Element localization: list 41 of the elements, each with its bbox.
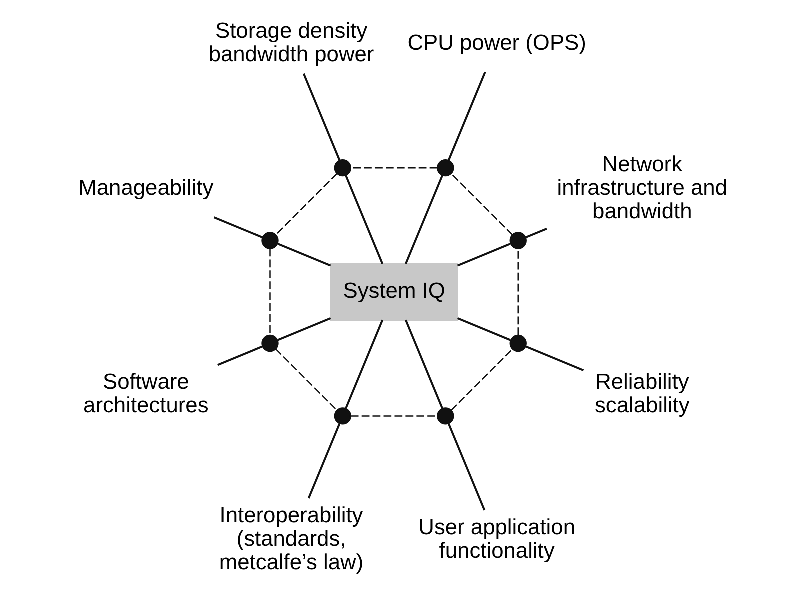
node-text: Storage density bandwidth power — [208, 18, 374, 67]
node-circle — [437, 408, 454, 425]
node-text: User application functionality — [418, 514, 576, 563]
node-text: Interoperability (standards, metcalfe’s law) — [219, 502, 364, 574]
node-text: CPU power (OPS) — [408, 30, 586, 55]
connector — [525, 228, 548, 239]
node-text: Network infrastructure and bandwidth — [557, 152, 728, 224]
connector — [451, 174, 514, 236]
connector — [448, 423, 486, 511]
node-circle — [262, 232, 279, 250]
connector — [308, 423, 341, 499]
connector — [302, 74, 341, 162]
node-box: System IQ — [330, 263, 458, 322]
connector — [450, 348, 513, 411]
node-text: Manageability — [78, 175, 214, 200]
connector — [350, 416, 438, 417]
node-text: Software architectures — [84, 368, 209, 418]
node-text: Reliability scalability — [594, 368, 690, 418]
node-circle — [437, 159, 454, 177]
connector — [518, 249, 519, 336]
connector — [276, 348, 338, 411]
connector — [457, 243, 511, 267]
connector — [214, 216, 264, 239]
node-circle — [334, 408, 352, 425]
connector — [525, 346, 584, 372]
connector — [278, 317, 332, 342]
connector — [278, 243, 332, 267]
connector — [351, 167, 438, 169]
connector — [345, 175, 384, 264]
node-circle — [334, 159, 352, 177]
connector — [457, 317, 511, 342]
connector — [276, 173, 338, 236]
connector — [405, 175, 444, 264]
connector — [345, 320, 384, 409]
connector — [405, 320, 444, 409]
connector — [448, 72, 486, 162]
node-circle — [262, 334, 279, 352]
connector — [270, 248, 271, 336]
node-circle — [510, 232, 527, 250]
connector — [218, 346, 264, 366]
node-circle — [510, 334, 527, 352]
